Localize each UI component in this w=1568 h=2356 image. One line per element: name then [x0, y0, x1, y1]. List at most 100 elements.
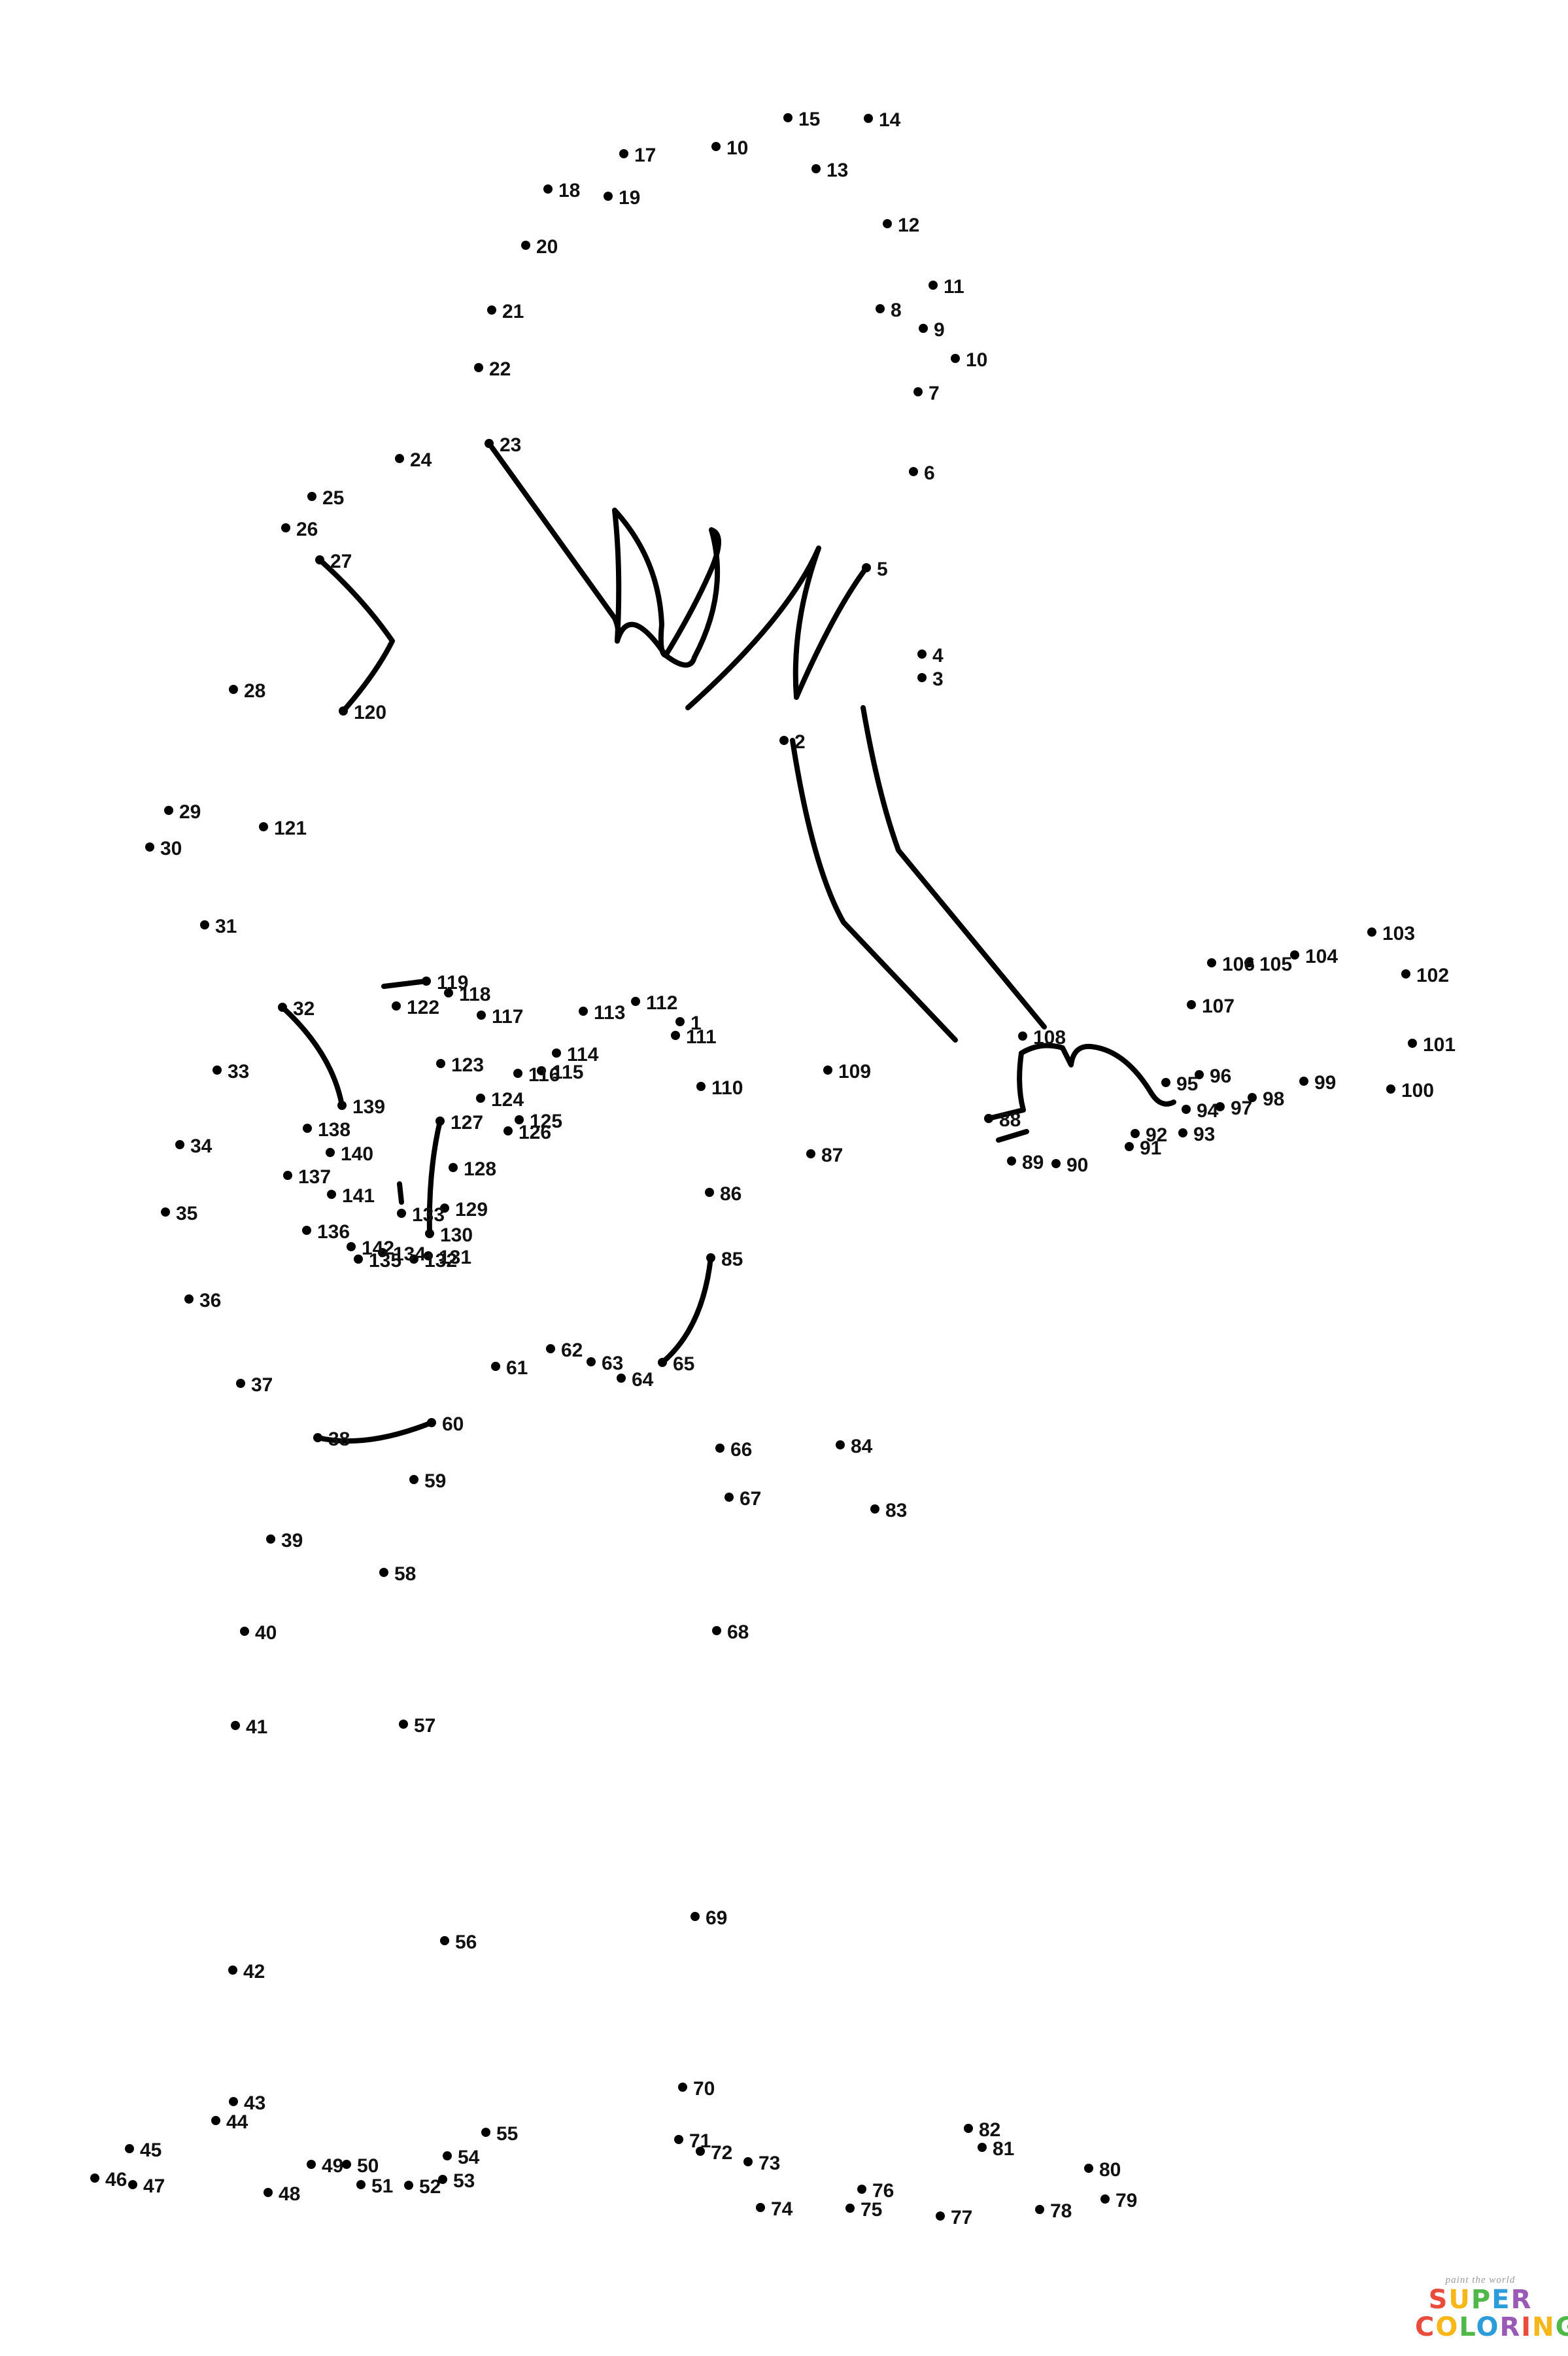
dot-number-label: 45	[140, 2139, 162, 2161]
dot-38: 38	[313, 1429, 350, 1450]
dot-marker	[356, 2180, 366, 2189]
dot-marker	[231, 1721, 240, 1730]
dot-119: 119	[422, 972, 468, 994]
dot-marker	[175, 1140, 184, 1149]
dot-number-label: 7	[929, 383, 940, 404]
dot-42: 42	[228, 1961, 265, 1983]
dot-marker	[440, 1936, 449, 1945]
dot-marker	[281, 523, 290, 532]
dot-number-label: 5	[877, 559, 888, 580]
dot-104: 104	[1290, 946, 1338, 967]
dot-135: 135	[354, 1250, 401, 1272]
dot-111: 111	[671, 1026, 717, 1048]
dot-marker	[422, 977, 431, 986]
dot-number-label: 69	[706, 1907, 727, 1929]
dot-marker	[658, 1358, 667, 1367]
dot-number-label: 52	[419, 2176, 441, 2198]
dot-31: 31	[200, 916, 237, 937]
dot-number-label: 125	[530, 1111, 562, 1132]
dot-121: 121	[259, 818, 307, 839]
dot-marker	[537, 1066, 546, 1075]
dot-marker	[477, 1011, 486, 1020]
dot-marker	[476, 1094, 485, 1103]
dot-number-label: 49	[322, 2155, 343, 2177]
dot-number-label: 117	[492, 1006, 523, 1028]
dot-number-label: 3	[932, 668, 944, 690]
hair-spike-1	[612, 508, 668, 658]
dot-number-label: 15	[798, 109, 820, 130]
dot-number-label: 136	[317, 1221, 350, 1243]
dot-120: 120	[339, 702, 386, 723]
dot-marker	[481, 2128, 490, 2137]
dot-5: 5	[862, 559, 888, 580]
dot-number-label: 31	[215, 916, 237, 937]
dot-141: 141	[327, 1185, 375, 1207]
dot-marker	[690, 1912, 700, 1921]
dot-40: 40	[240, 1622, 277, 1644]
dot-marker	[909, 467, 918, 476]
dot-marker	[342, 2160, 351, 2169]
dot-100: 100	[1386, 1080, 1434, 1101]
dot-marker	[631, 997, 640, 1006]
dot-17: 17	[619, 145, 656, 166]
dot-88: 88	[984, 1109, 1021, 1131]
dot-number-label: 43	[244, 2092, 265, 2114]
dot-number-label: 85	[721, 1249, 743, 1270]
dot-93: 93	[1178, 1124, 1215, 1145]
dot-number-label: 21	[502, 301, 524, 322]
dot-76: 76	[857, 2180, 894, 2202]
dot-number-label: 30	[160, 838, 182, 859]
dot-marker	[779, 736, 789, 745]
dot-50: 50	[342, 2155, 379, 2177]
dot-32: 32	[278, 998, 315, 1020]
dot-marker	[678, 2083, 687, 2092]
dot-number-label: 139	[352, 1096, 385, 1118]
hand-stroke	[986, 1043, 1176, 1121]
dot-marker	[229, 685, 238, 694]
dot-132: 132	[409, 1250, 457, 1272]
dot-122: 122	[392, 997, 439, 1018]
dot-marker	[705, 1188, 714, 1197]
dot-number-label: 133	[412, 1204, 445, 1226]
dot-number-label: 118	[459, 984, 490, 1005]
dot-29: 29	[164, 801, 201, 823]
dot-marker	[1178, 1128, 1187, 1137]
dot-marker	[864, 114, 873, 123]
dot-95: 95	[1161, 1073, 1198, 1095]
dot-number-label: 123	[451, 1054, 484, 1076]
dot-marker	[347, 1242, 356, 1251]
dot-number-label: 119	[437, 972, 468, 994]
dot-marker	[303, 1124, 312, 1133]
dot-marker	[883, 219, 892, 228]
dot-number-label: 137	[298, 1166, 331, 1188]
dot-44: 44	[211, 2111, 248, 2133]
dot-number-label: 75	[861, 2199, 882, 2221]
dot-7: 7	[913, 383, 940, 404]
dot-124: 124	[476, 1089, 524, 1111]
dot-number-label: 93	[1193, 1124, 1215, 1145]
dot-number-label: 124	[491, 1089, 524, 1111]
dot-marker	[395, 454, 404, 463]
dot-number-label: 113	[594, 1002, 625, 1024]
dot-number-label: 46	[105, 2169, 127, 2191]
dot-marker	[326, 1148, 335, 1157]
dot-marker	[378, 1248, 387, 1257]
dot-35: 35	[161, 1203, 197, 1224]
dot-49: 49	[307, 2155, 343, 2177]
dot-number-label: 109	[838, 1061, 871, 1083]
dot-number-label: 11	[944, 276, 964, 298]
dot-marker	[1051, 1159, 1061, 1168]
dot-36: 36	[184, 1290, 221, 1311]
dot-number-label: 76	[872, 2180, 894, 2202]
dot-marker	[236, 1379, 245, 1388]
dot-6: 6	[909, 462, 935, 484]
dot-number-label: 107	[1202, 996, 1235, 1017]
dot-number-label: 80	[1099, 2159, 1121, 2181]
dot-75: 75	[845, 2199, 882, 2221]
arm-stroke-left	[790, 738, 958, 1043]
dot-53: 53	[438, 2170, 475, 2192]
dot-89: 89	[1007, 1152, 1044, 1173]
dot-23: 23	[485, 434, 521, 456]
dot-marker	[1299, 1077, 1308, 1086]
